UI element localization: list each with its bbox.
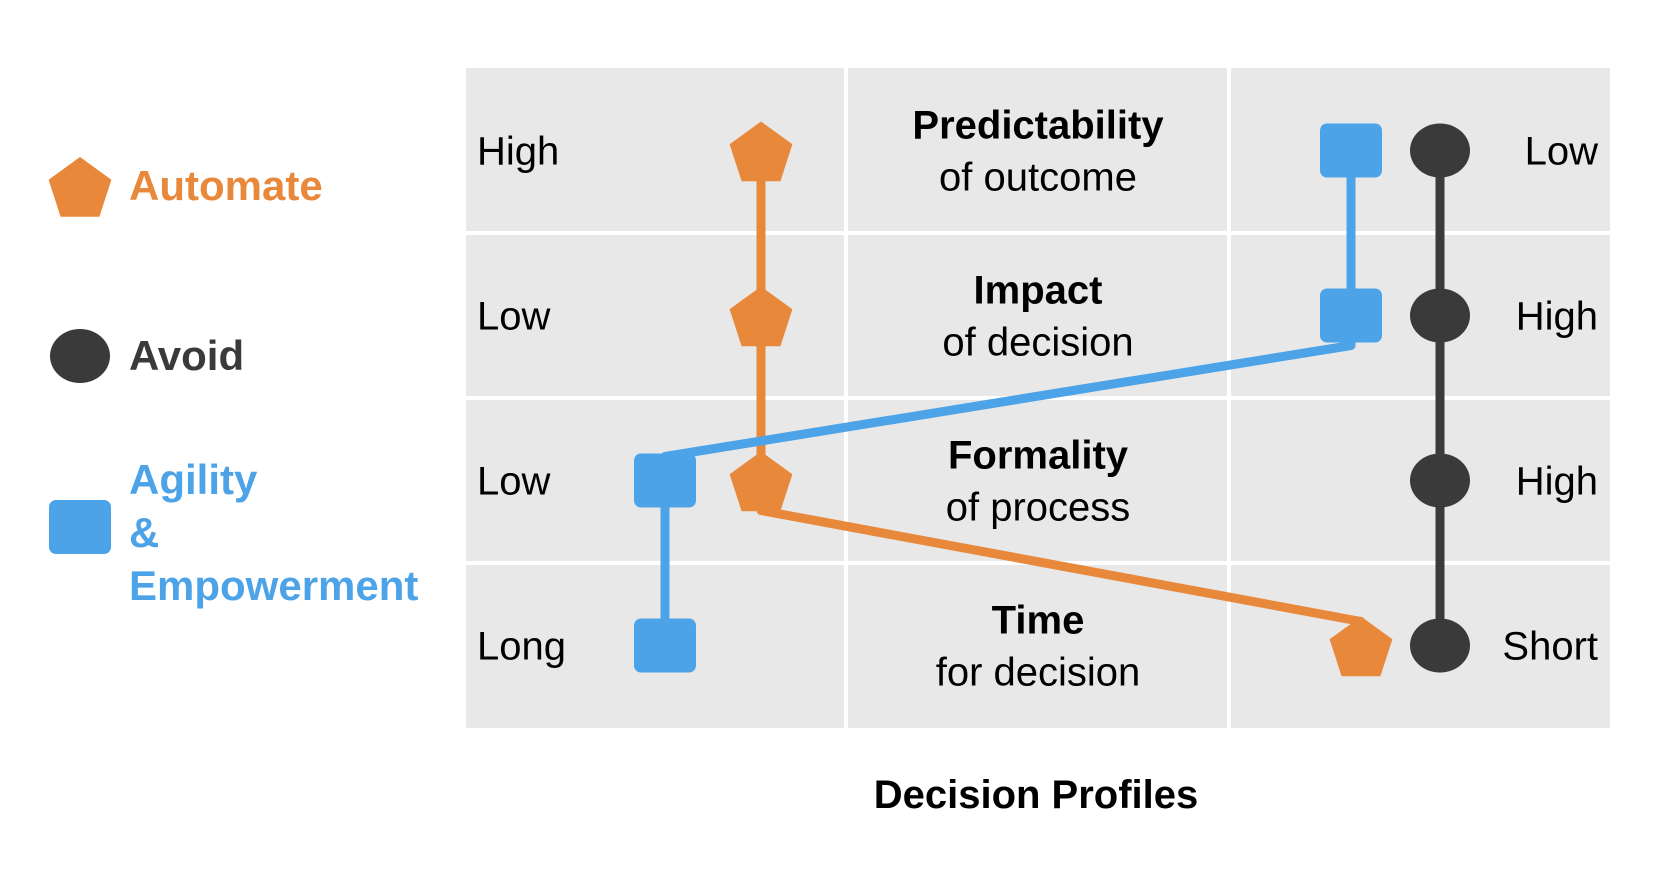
legend-label-line: &	[129, 509, 159, 556]
profile-marker-rounded-square	[1320, 123, 1382, 178]
row-left-label: Low	[477, 460, 550, 504]
row-right-label: Short	[1502, 625, 1598, 669]
profile-line-rounded-square	[660, 150, 1356, 646]
legend-label: Automate	[129, 162, 323, 209]
row-right-label: High	[1516, 460, 1598, 504]
legend-icon-rounded-square	[49, 500, 111, 554]
profile-marker-circle	[1410, 618, 1470, 673]
profile-marker-pentagon	[1329, 616, 1393, 677]
profile-marker-rounded-square	[1320, 288, 1382, 343]
row-left-label: Low	[477, 295, 550, 339]
legend-label-line: Empowerment	[129, 562, 418, 609]
profile-marker-rounded-square	[634, 453, 696, 508]
profile-marker-circle	[1410, 123, 1470, 178]
profile-markers	[634, 121, 1470, 677]
profile-marker-pentagon	[729, 286, 793, 347]
row-left-label: High	[477, 130, 559, 174]
row-subtitle: for decision	[936, 651, 1141, 695]
row-title: Predictability	[912, 104, 1164, 148]
legend-icon-pentagon	[48, 157, 112, 217]
row-subtitle: of outcome	[939, 156, 1137, 200]
profile-marker-rounded-square	[634, 618, 696, 673]
row-left-label: Long	[477, 625, 566, 669]
row-title: Time	[992, 599, 1085, 643]
row-subtitle: of process	[946, 486, 1131, 530]
diagram-caption: Decision Profiles	[874, 773, 1199, 817]
profile-marker-pentagon	[729, 451, 793, 512]
legend-label-line: Agility	[129, 456, 258, 503]
legend-icon-circle	[50, 329, 110, 383]
legend-label: Avoid	[129, 332, 244, 379]
row-title: Formality	[948, 434, 1129, 478]
row-subtitle: of decision	[942, 321, 1133, 365]
row-right-label: High	[1516, 295, 1598, 339]
row-title: Impact	[974, 269, 1103, 313]
profile-marker-pentagon	[729, 121, 793, 182]
profile-marker-circle	[1410, 453, 1470, 508]
profile-marker-circle	[1410, 288, 1470, 343]
row-right-label: Low	[1525, 130, 1598, 174]
